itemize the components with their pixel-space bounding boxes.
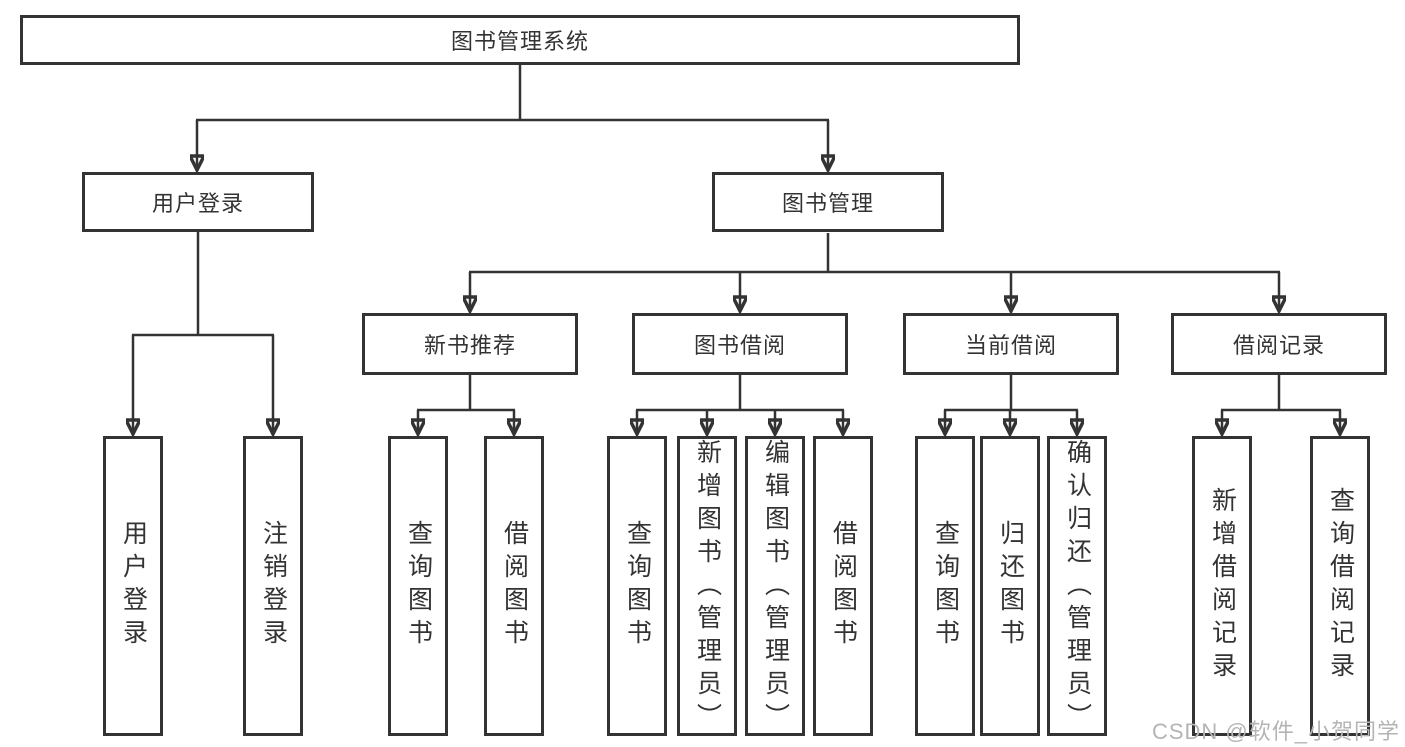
connector-root-split	[196, 65, 829, 170]
leaf-borrow-borrow-books: 借阅图书	[813, 436, 873, 736]
node-user-login: 用户登录	[82, 172, 314, 232]
connector-records-split	[1221, 375, 1341, 434]
leaf-records-add-record: 新增借阅记录	[1192, 436, 1252, 736]
node-borrow-records: 借阅记录	[1171, 313, 1387, 375]
leaf-current-query-books: 查询图书	[915, 436, 975, 736]
node-book-management: 图书管理	[712, 172, 944, 232]
leaf-records-query-record: 查询借阅记录	[1310, 436, 1370, 736]
csdn-watermark: CSDN @软件_小贺同学	[1151, 719, 1400, 744]
leaf-logout: 注销登录	[243, 436, 303, 736]
connector-borrow-split	[636, 375, 844, 434]
leaf-borrow-query-books: 查询图书	[607, 436, 667, 736]
leaf-current-return-books: 归还图书	[980, 436, 1040, 736]
node-book-borrow: 图书借阅	[632, 313, 848, 375]
leaf-newbook-query-books: 查询图书	[388, 436, 448, 736]
leaf-current-confirm-return-admin: 确认归还（管理员）	[1047, 436, 1107, 736]
leaf-borrow-add-books-admin: 新增图书（管理员）	[677, 436, 737, 736]
connector-new-book-split	[417, 375, 515, 434]
leaf-newbook-borrow-books: 借阅图书	[484, 436, 544, 736]
node-library-system: 图书管理系统	[20, 15, 1020, 65]
node-current-borrow: 当前借阅	[903, 313, 1119, 375]
connector-user-login-split	[132, 232, 274, 434]
leaf-borrow-edit-books-admin: 编辑图书（管理员）	[745, 436, 805, 736]
leaf-user-login: 用户登录	[103, 436, 163, 736]
connector-book-mgmt-split	[469, 233, 1280, 311]
connector-current-split	[944, 375, 1078, 434]
node-new-book-recommend: 新书推荐	[362, 313, 578, 375]
